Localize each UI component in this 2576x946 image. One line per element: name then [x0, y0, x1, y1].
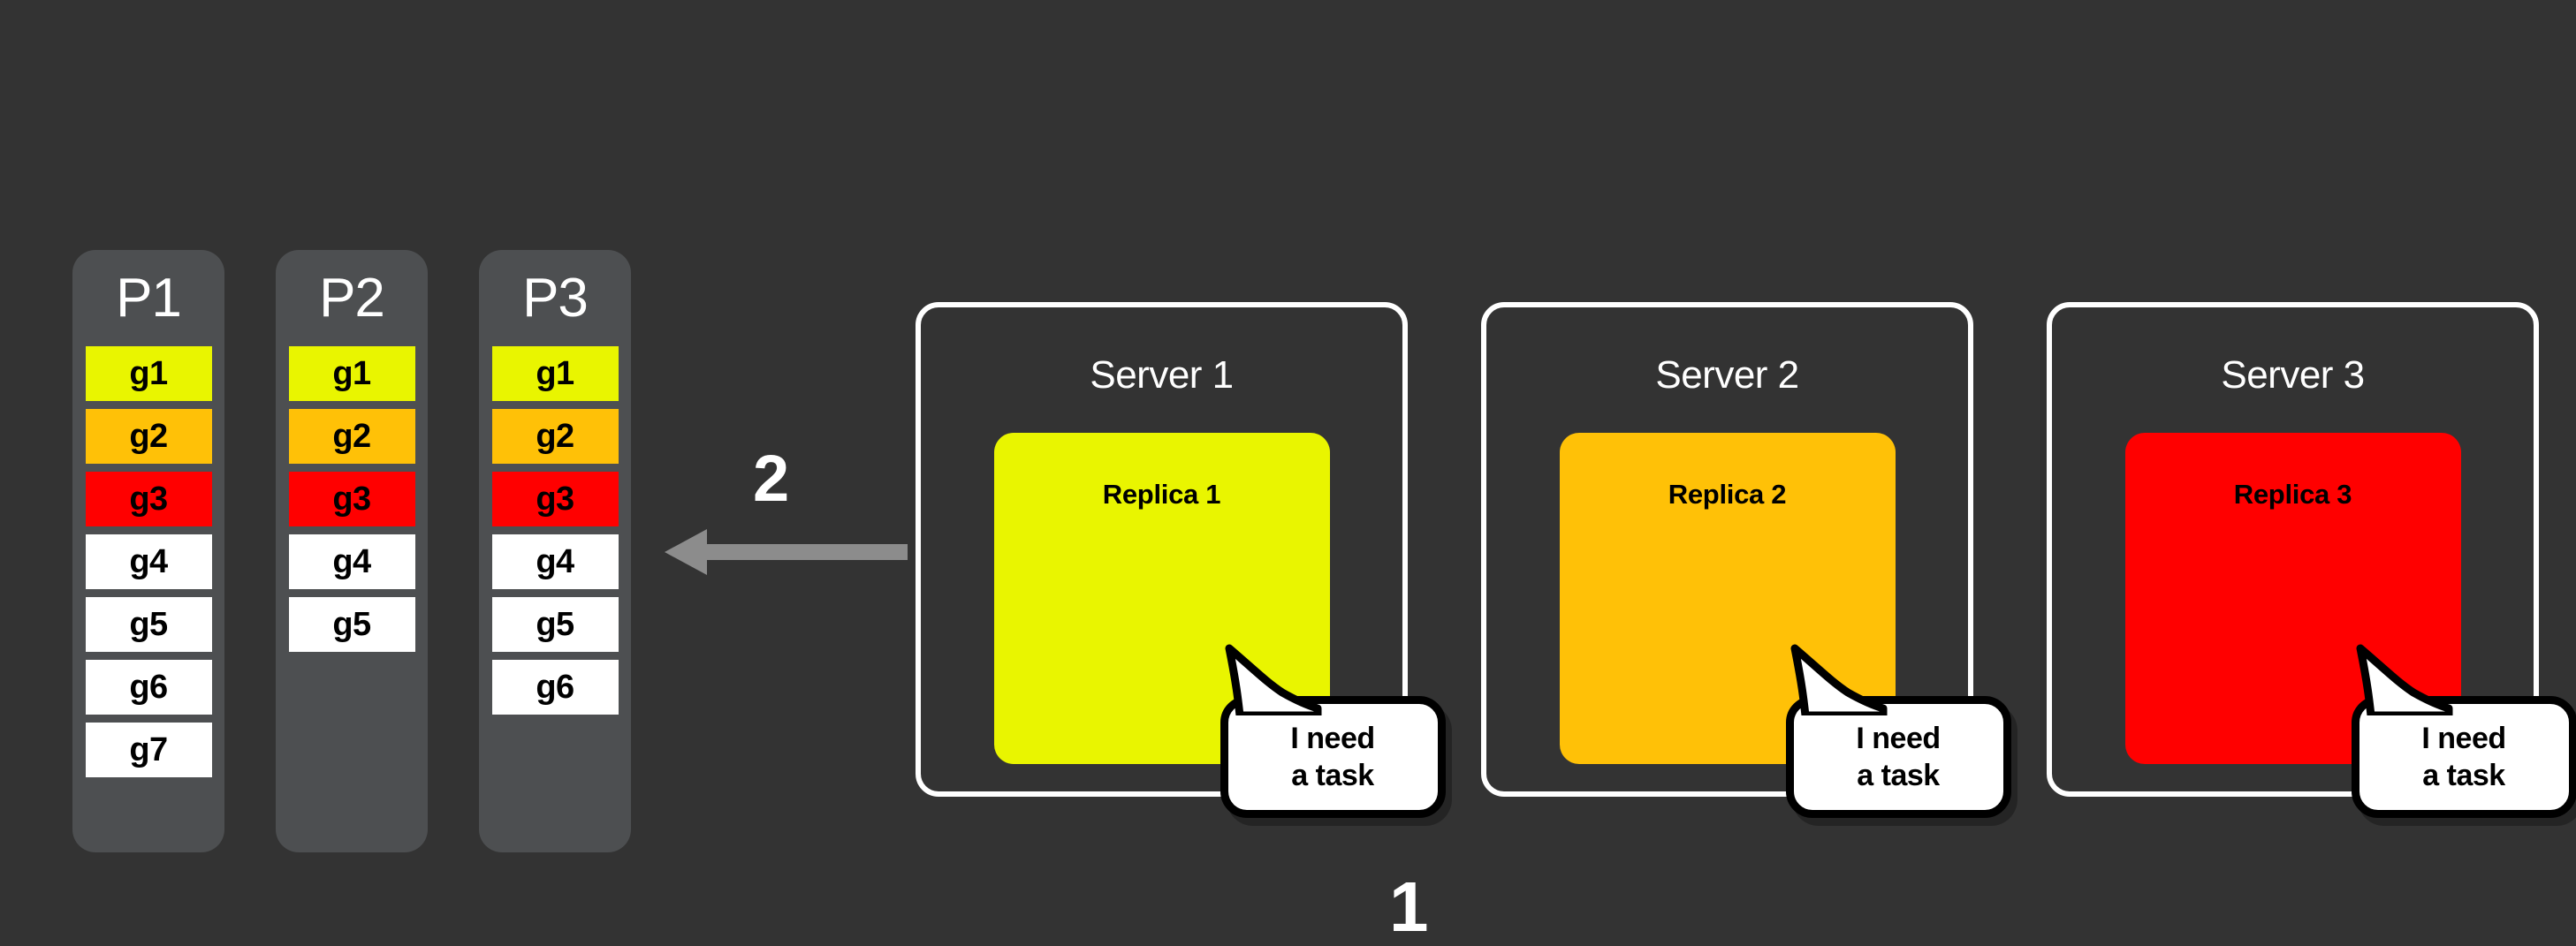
task-slot[interactable]: g4	[492, 534, 619, 589]
task-slot[interactable]: g2	[492, 409, 619, 464]
speech-bubble-line-1: I need	[1856, 720, 1940, 757]
server-title: Server 1	[1090, 356, 1233, 395]
task-slot[interactable]: g6	[86, 660, 212, 715]
speech-bubble-line-1: I need	[2421, 720, 2505, 757]
task-slot[interactable]: g3	[86, 472, 212, 526]
partition-slot-list: g1 g2 g3 g4 g5 g6 g7	[85, 346, 212, 777]
step2-arrow-group: 2	[665, 446, 908, 587]
partition-column-p2: P2 g1 g2 g3 g4 g5	[276, 250, 428, 852]
replica-label: Replica 1	[1103, 481, 1220, 764]
task-slot[interactable]: g3	[492, 472, 619, 526]
replica-label: Replica 2	[1668, 481, 1786, 764]
task-slot[interactable]: g2	[86, 409, 212, 464]
step-2-label: 2	[753, 446, 789, 511]
task-slot[interactable]: g3	[289, 472, 415, 526]
task-slot[interactable]: g7	[86, 723, 212, 777]
partition-column-p3: P3 g1 g2 g3 g4 g5 g6	[479, 250, 631, 852]
replica-label: Replica 3	[2234, 481, 2352, 764]
server-title: Server 2	[1655, 356, 1798, 395]
task-slot[interactable]: g1	[86, 346, 212, 401]
arrow-left-icon	[665, 526, 908, 579]
partition-title: P2	[319, 269, 384, 327]
server-title: Server 3	[2221, 356, 2364, 395]
speech-bubble-tail-icon	[1779, 643, 1894, 715]
partition-title: P3	[522, 269, 588, 327]
partition-slot-list: g1 g2 g3 g4 g5	[288, 346, 415, 652]
partition-group: P1 g1 g2 g3 g4 g5 g6 g7 P2 g1 g2 g3 g4 g5 P3 g1 g2 g3 g4 g5…	[72, 250, 631, 852]
partition-title: P1	[116, 269, 181, 327]
task-slot[interactable]: g1	[289, 346, 415, 401]
task-slot[interactable]: g5	[289, 597, 415, 652]
task-slot[interactable]: g6	[492, 660, 619, 715]
speech-bubble-tail-icon	[2344, 643, 2459, 715]
partition-column-p1: P1 g1 g2 g3 g4 g5 g6 g7	[72, 250, 224, 852]
speech-bubble-line-2: a task	[1291, 757, 1373, 794]
task-slot[interactable]: g5	[492, 597, 619, 652]
speech-bubble-line-1: I need	[1290, 720, 1374, 757]
speech-bubble-line-2: a task	[1857, 757, 1939, 794]
task-slot[interactable]: g4	[86, 534, 212, 589]
step-1-label: 1	[1389, 872, 1429, 942]
task-slot[interactable]: g5	[86, 597, 212, 652]
speech-bubble-tail-icon	[1213, 643, 1328, 715]
task-slot[interactable]: g2	[289, 409, 415, 464]
task-slot[interactable]: g4	[289, 534, 415, 589]
task-slot[interactable]: g1	[492, 346, 619, 401]
partition-slot-list: g1 g2 g3 g4 g5 g6	[491, 346, 619, 715]
speech-bubble-line-2: a task	[2422, 757, 2504, 794]
